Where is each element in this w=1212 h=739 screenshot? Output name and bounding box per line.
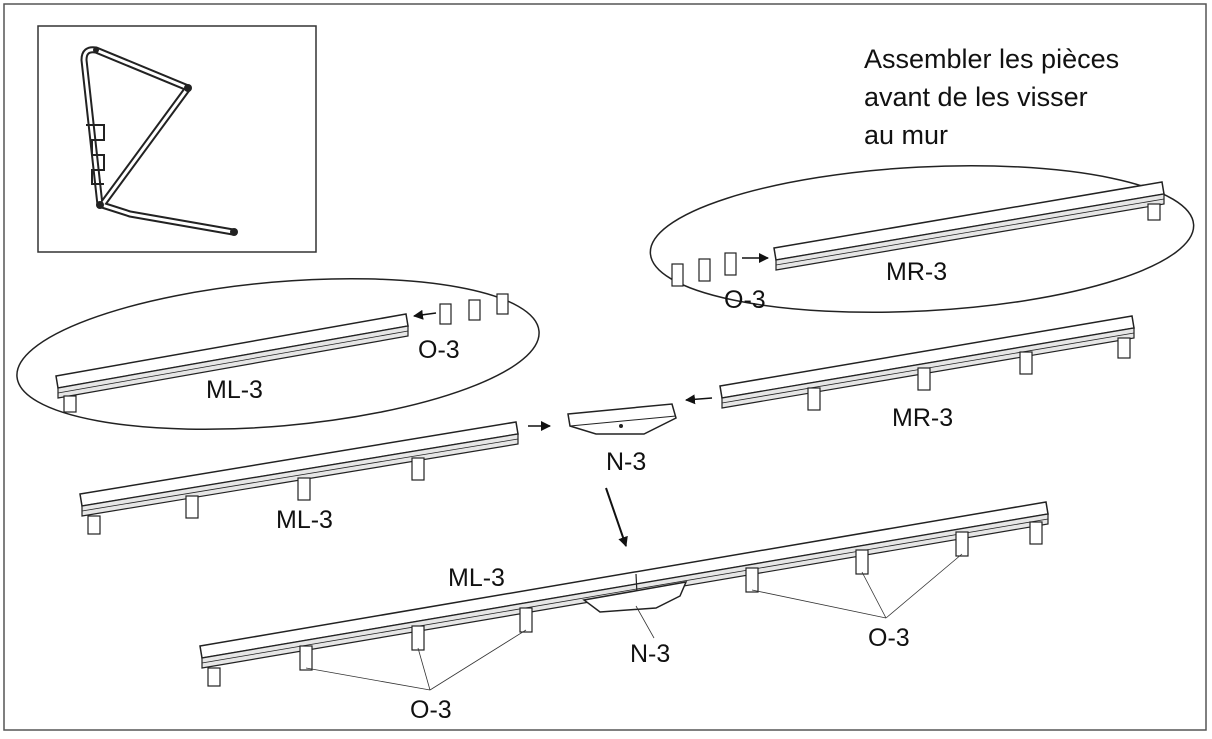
ml-rail-with-brackets: ML-3 xyxy=(79,421,551,535)
o-bracket-label-final-right: O-3 xyxy=(868,624,910,652)
mr-rail-label-mid: MR-3 xyxy=(892,404,953,432)
ml-sub-assembly-callout: ML-3 O-3 xyxy=(16,277,540,431)
n-connector-label: N-3 xyxy=(606,448,646,476)
bracket-profile-inset xyxy=(37,25,317,253)
mr-rail-with-brackets: MR-3 xyxy=(685,315,1135,432)
instruction-line-2: avant de les visser xyxy=(864,82,1088,112)
n-connector-label-final: N-3 xyxy=(630,640,670,668)
assemble-arrow xyxy=(605,487,628,547)
ml-rail-label: ML-3 xyxy=(206,376,263,404)
mr-sub-assembly-callout: MR-3 O-3 xyxy=(649,164,1195,314)
o-bracket-label-left: O-3 xyxy=(418,336,460,364)
ml-rail-label-mid: ML-3 xyxy=(276,506,333,534)
diagram-frame xyxy=(3,3,1207,731)
final-assembled-rail: ML-3 N-3 O-3 O-3 xyxy=(199,501,1049,724)
o-bracket-label-right: O-3 xyxy=(724,286,766,314)
n-connector-part: N-3 xyxy=(567,403,677,476)
instruction-line-1: Assembler les pièces xyxy=(864,44,1119,74)
assembly-instruction: Assembler les pièces avant de les visser… xyxy=(864,44,1119,150)
o-bracket-label-final-left: O-3 xyxy=(410,696,452,724)
mr-rail-label: MR-3 xyxy=(886,258,947,286)
ml-rail-label-final: ML-3 xyxy=(448,564,505,592)
instruction-line-3: au mur xyxy=(864,120,948,150)
